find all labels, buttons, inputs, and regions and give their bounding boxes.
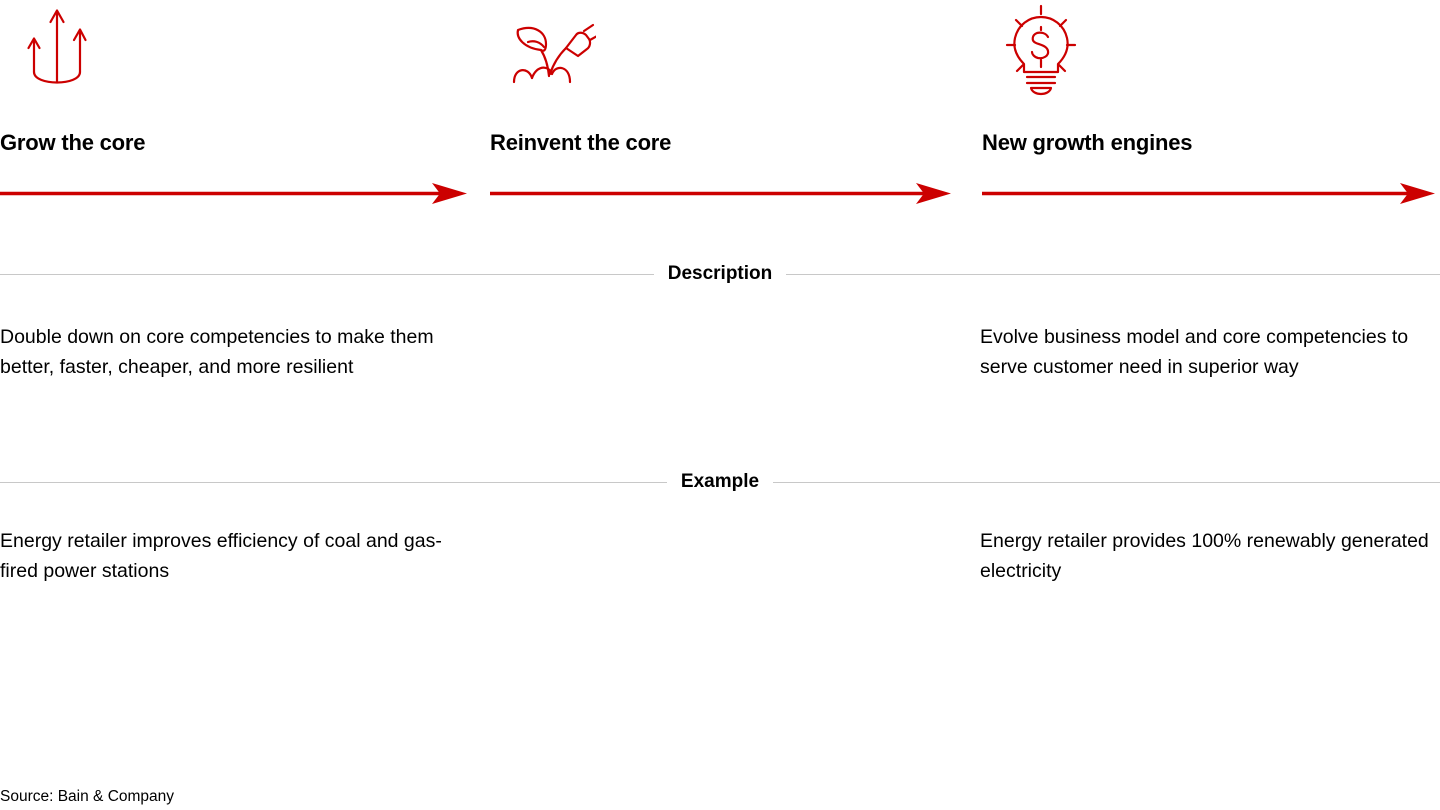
column-heading: New growth engines (982, 130, 1193, 155)
divider-rule-right (786, 273, 1440, 275)
section-label: Description (667, 263, 773, 284)
example-text: Energy retailer improves efficiency of c… (0, 530, 442, 582)
section-label: Example (680, 471, 760, 492)
section-divider-example: Example (0, 470, 1440, 494)
lightbulb-dollar-icon (996, 4, 1088, 100)
sprout-with-plug-icon (504, 4, 596, 100)
description-text: Evolve business model and core competenc… (980, 326, 1409, 378)
divider-rule-left (0, 481, 667, 483)
progress-arrow (490, 180, 958, 208)
description-text: Double down on core competencies to make… (0, 326, 434, 378)
divider-rule-left (0, 273, 654, 275)
source-note: Source: Bain & Company (0, 788, 175, 805)
section-divider-description: Description (0, 262, 1440, 286)
column-heading: Grow the core (0, 130, 146, 155)
progress-arrow (982, 180, 1440, 208)
column-heading: Reinvent the core (490, 130, 672, 155)
divider-rule-right (773, 481, 1440, 483)
progress-arrow (0, 180, 468, 208)
three-growth-arrows-icon (14, 4, 106, 100)
example-text: Energy retailer provides 100% renewably … (980, 530, 1429, 582)
